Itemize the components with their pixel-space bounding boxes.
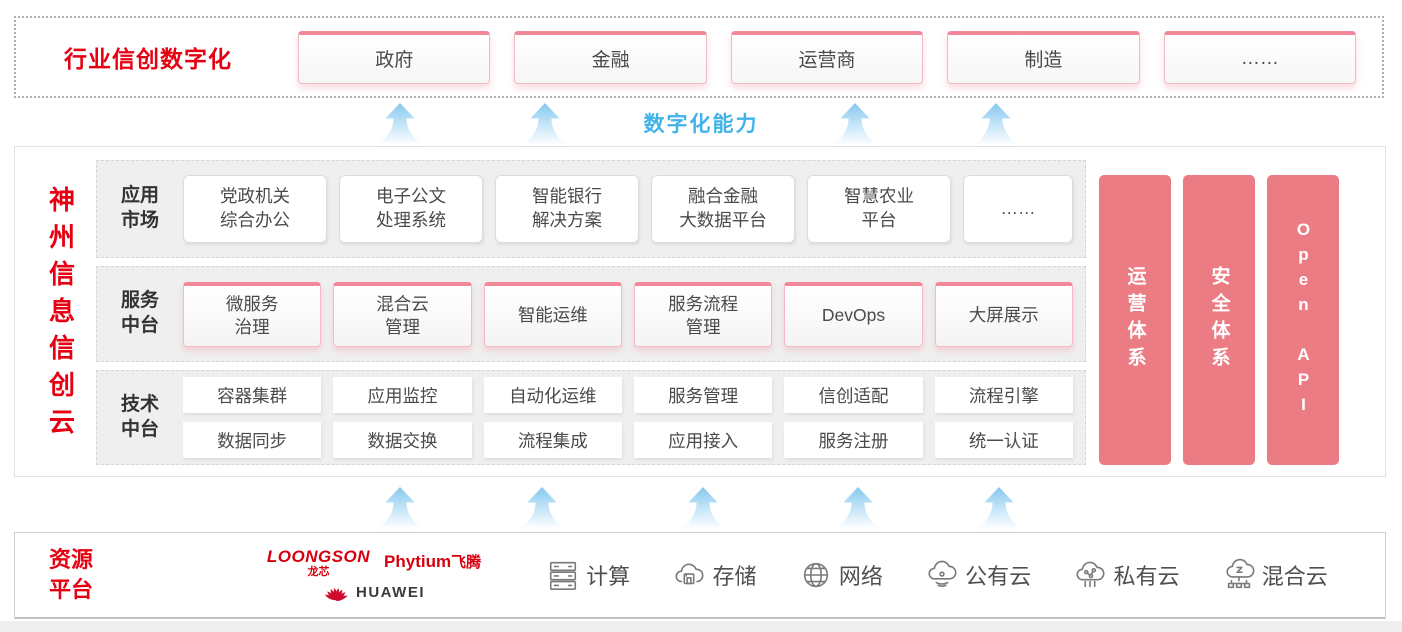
up-arrow-icon: [974, 103, 1018, 145]
side-bar-operations: 运营体系: [1099, 175, 1171, 465]
banner-title: 行业信创数字化: [64, 46, 232, 72]
resource-item-network: 网络: [799, 558, 883, 592]
industry-item-more: ……: [1163, 30, 1357, 84]
resource-item-hybrid-cloud: 混合云: [1222, 558, 1328, 592]
tech-card: 容器集群: [183, 377, 322, 413]
service-card: 微服务 治理: [183, 281, 322, 347]
app-card: 融合金融 大数据平台: [651, 175, 795, 243]
app-card: 电子公文 处理系统: [339, 175, 483, 243]
resource-item-storage: 存储: [672, 558, 757, 592]
tech-card: 流程集成: [483, 422, 622, 458]
app-card-more: ……: [963, 175, 1073, 243]
service-card: 服务流程 管理: [633, 281, 773, 347]
row-label-tech: 技术 中台: [120, 393, 159, 440]
tech-card: 流程引擎: [934, 377, 1073, 413]
platform-panel: 神州信息信创云 应用 市场 党政机关 综合办公 电子公文 处理系统 智能银行 解…: [14, 146, 1386, 477]
huawei-flower-icon: [324, 587, 348, 602]
tech-card: 自动化运维: [483, 377, 622, 413]
tech-platform-row: 技术 中台 容器集群 应用监控 自动化运维 服务管理 信创适配 流程引擎 数据同…: [96, 370, 1086, 465]
service-card: 智能运维: [483, 281, 622, 347]
up-arrow-icon: [378, 487, 422, 529]
compute-icon: [550, 561, 577, 590]
huawei-logo: HUAWEI: [323, 582, 425, 602]
service-card: 大屏展示: [934, 281, 1073, 347]
service-platform-row: 服务 中台 微服务 治理 混合云 管理 智能运维 服务流程 管理 DevOps …: [96, 266, 1086, 362]
platform-vertical-title: 神州信息信创云: [45, 185, 76, 445]
footer-divider: [0, 621, 1402, 632]
resource-items: 计算 存储 网络: [525, 558, 1349, 592]
resource-title: 资源 平台: [49, 547, 94, 602]
resource-panel: 资源 平台 LOONGSON 龙芯 Phytium 飞腾: [14, 532, 1386, 619]
tech-card: 应用监控: [333, 377, 472, 413]
industry-item-government: 政府: [298, 30, 491, 84]
vendor-logos: LOONGSON 龙芯 Phytium 飞腾: [249, 548, 499, 602]
tech-card: 服务管理: [633, 377, 773, 413]
industry-item-operator: 运营商: [730, 30, 924, 84]
loongson-logo: LOONGSON 龙芯: [266, 547, 371, 578]
up-arrow-icon: [836, 487, 880, 529]
tech-card: 数据交换: [333, 422, 472, 458]
industry-banner: 行业信创数字化 政府 金融 运营商 制造 ……: [14, 16, 1384, 98]
row-label-service: 服务 中台: [120, 290, 159, 336]
resource-item-compute: 计算: [546, 558, 630, 592]
tech-card: 数据同步: [183, 422, 322, 458]
resource-item-private-cloud: 私有云: [1073, 558, 1179, 592]
app-card: 智慧农业 平台: [807, 175, 951, 243]
up-arrow-icon: [833, 103, 877, 145]
tech-card: 应用接入: [633, 422, 773, 458]
public-cloud-icon: [928, 560, 957, 587]
resource-item-public-cloud: 公有云: [925, 558, 1031, 592]
hybrid-cloud-icon: [1226, 558, 1255, 589]
private-cloud-icon: [1076, 561, 1105, 588]
up-arrow-icon: [520, 487, 564, 529]
app-card: 党政机关 综合办公: [183, 175, 327, 243]
industry-item-finance: 金融: [514, 30, 707, 84]
side-bar-security: 安全体系: [1183, 175, 1255, 465]
network-icon: [803, 562, 828, 588]
tech-card: 统一认证: [934, 422, 1073, 458]
app-card: 智能银行 解决方案: [495, 175, 639, 243]
row-label-app-market: 应用 市场: [120, 185, 159, 231]
service-card: 混合云 管理: [333, 281, 472, 347]
side-bar-open-api: Open API: [1267, 175, 1339, 465]
tech-card: 信创适配: [784, 377, 923, 413]
up-arrow-icon: [977, 487, 1021, 529]
industry-items: 政府 金融 运营商 制造 ……: [298, 30, 1357, 84]
up-arrow-icon: [681, 487, 725, 529]
app-market-row: 应用 市场 党政机关 综合办公 电子公文 处理系统 智能银行 解决方案 融合金融…: [96, 160, 1086, 258]
industry-item-manufacturing: 制造: [947, 30, 1140, 84]
service-card: DevOps: [784, 281, 923, 347]
capability-label: 数字化能力: [643, 113, 759, 136]
tech-card: 服务注册: [784, 422, 923, 458]
phytium-logo: Phytium 飞腾: [384, 552, 482, 571]
storage-icon: [676, 563, 704, 585]
